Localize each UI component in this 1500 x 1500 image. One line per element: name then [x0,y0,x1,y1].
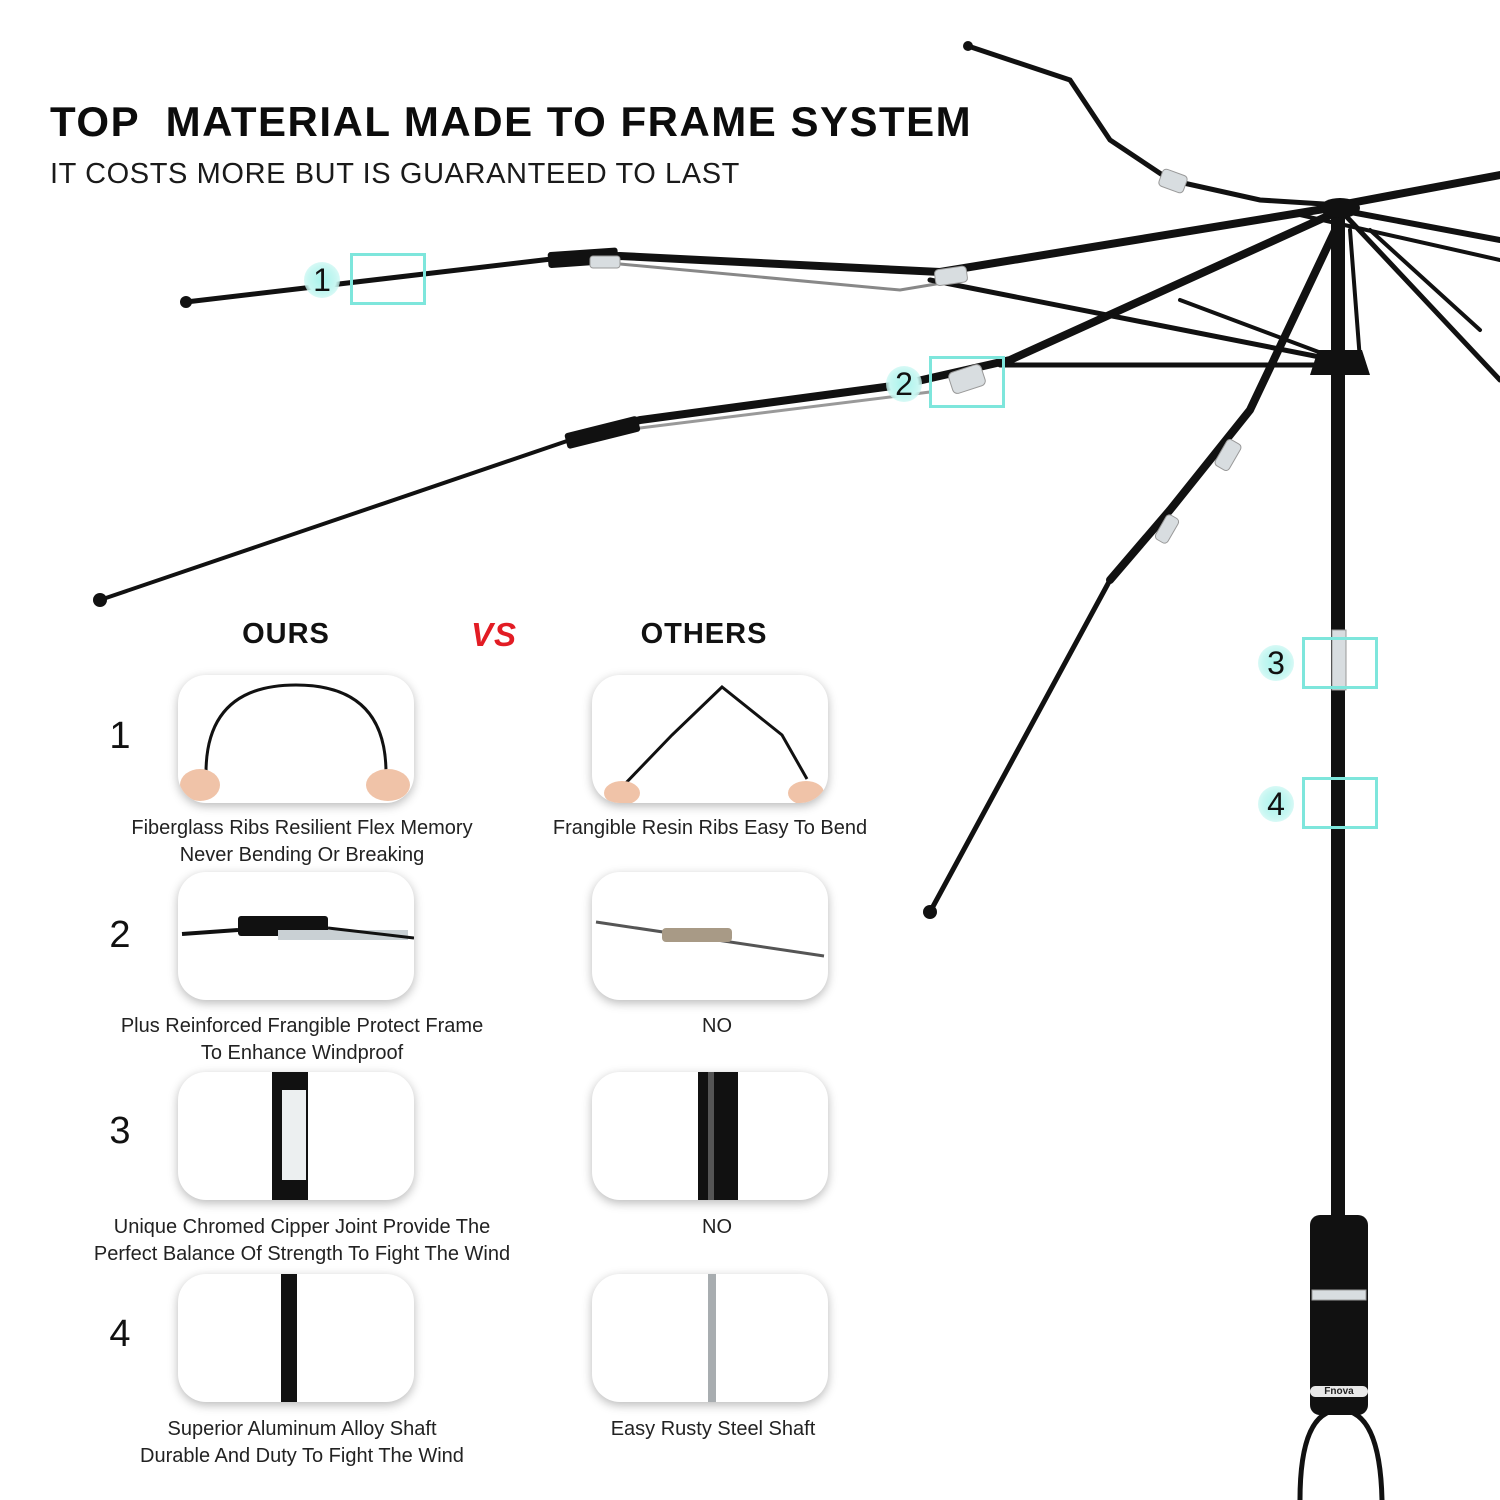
ours-column-header: OURS [242,618,330,650]
page-subtitle: IT COSTS MORE BUT IS GUARANTEED TO LAST [50,158,740,190]
callout-number-3: 3 [1258,645,1294,681]
others-caption-1: Frangible Resin Ribs Easy To Bend [552,817,868,839]
others-caption-4: Easy Rusty Steel Shaft [610,1418,816,1440]
vs-label: VS [470,616,518,653]
ours-thumbnail-1 [178,675,414,803]
callout-number-1: 1 [304,262,340,298]
callout-number-4: 4 [1258,786,1294,822]
others-column-header: OTHERS [640,618,768,650]
callout-box-3 [1302,637,1378,689]
others-thumbnail-3 [592,1072,828,1200]
others-thumbnail-1 [592,675,828,803]
row-number-3: 3 [109,1110,131,1152]
callout-box-4 [1302,777,1378,829]
handle-brand-label: Fnova [1310,1386,1368,1397]
callout-box-2 [929,356,1005,408]
callout-box-1 [350,253,426,305]
row-number-1: 1 [109,715,131,757]
others-thumbnail-4 [592,1274,828,1402]
others-caption-3: NO [702,1216,732,1238]
ours-thumbnail-3 [178,1072,414,1200]
row-number-2: 2 [109,914,131,956]
page-title: TOP MATERIAL MADE TO FRAME SYSTEM [50,98,973,145]
others-caption-2: NO [702,1015,732,1037]
ours-thumbnail-2 [178,872,414,1000]
callout-number-2: 2 [886,366,922,402]
ours-thumbnail-4 [178,1274,414,1402]
row-number-4: 4 [109,1313,131,1355]
others-thumbnail-2 [592,872,828,1000]
